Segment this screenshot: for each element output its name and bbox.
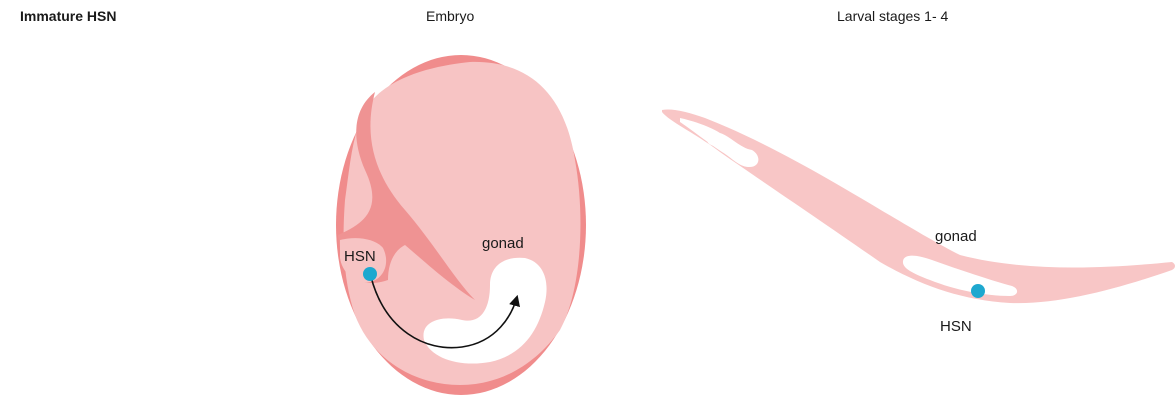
larva-hsn-cell (971, 284, 985, 298)
larva-pharynx-bulb (707, 134, 725, 146)
embryo: HSN gonad (336, 55, 586, 395)
larva-gonad-label: gonad (935, 228, 977, 245)
embryo-gonad-label: gonad (482, 235, 524, 252)
embryo-hsn-label: HSN (344, 248, 376, 265)
embryo-hsn-cell (363, 267, 377, 281)
larva-hsn-label: HSN (940, 318, 972, 335)
larva: gonad HSN (662, 109, 1175, 335)
